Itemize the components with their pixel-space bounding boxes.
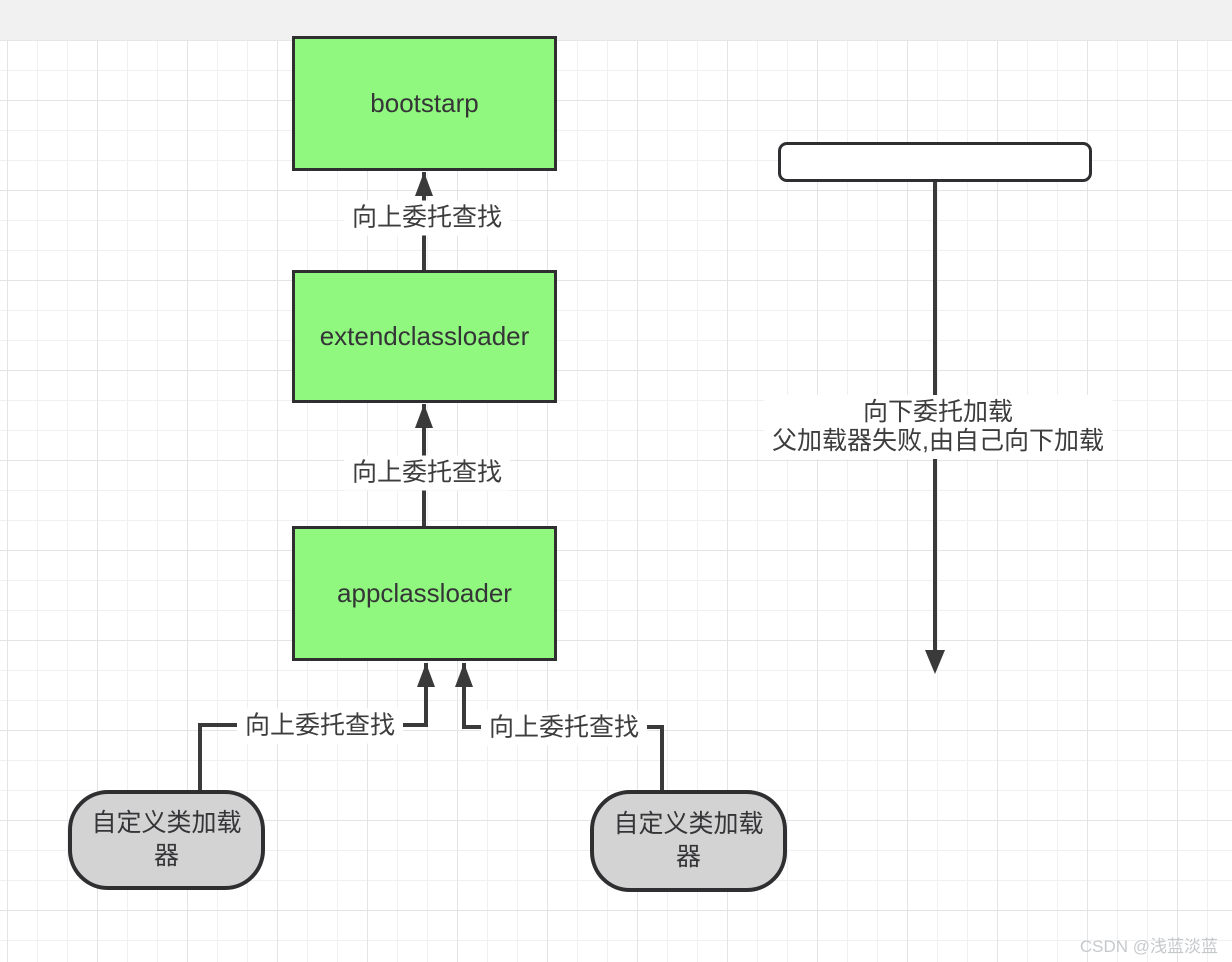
- node-extendclassloader-label: extendclassloader: [319, 321, 530, 351]
- edge-up-app-right-v1: [462, 663, 466, 727]
- node-appclassloader: appclassloader: [292, 526, 557, 661]
- edge-label-down-delegate-line2: 父加载器失败,由自己向下加载: [772, 427, 1104, 455]
- edge-label-up-app-right: 向上委托查找: [480, 710, 648, 746]
- node-appclassloader-label: appclassloader: [337, 578, 512, 608]
- canvas-top-band: [0, 0, 1232, 41]
- node-custom-loader-right-label: 自定义类加载器: [613, 810, 764, 871]
- node-bootstrap-label: bootstarp: [370, 88, 479, 118]
- node-bootstrap: bootstarp: [292, 36, 557, 171]
- arrowhead-up-icon: [455, 663, 473, 687]
- edge-label-down-delegate: 向下委托加载 父加载器失败,由自己向下加载: [764, 395, 1112, 459]
- edge-label-up-extend: 向上委托查找: [343, 455, 511, 491]
- node-custom-loader-left: 自定义类加载器: [68, 790, 265, 890]
- arrowhead-up-icon: [415, 404, 433, 428]
- arrowhead-up-icon: [415, 172, 433, 196]
- node-custom-loader-left-label: 自定义类加载器: [91, 809, 242, 870]
- edge-label-up-bootstrap: 向上委托查找: [343, 200, 511, 236]
- node-extendclassloader: extendclassloader: [292, 270, 557, 403]
- arrowhead-down-icon: [925, 650, 945, 674]
- edge-label-up-app-left: 向上委托查找: [236, 708, 404, 744]
- edge-up-app-right-v2: [660, 725, 664, 792]
- edge-label-down-delegate-line1: 向下委托加载: [862, 398, 1014, 426]
- edge-up-app-left-v2: [198, 723, 202, 790]
- csdn-watermark: CSDN @浅蓝淡蓝: [1079, 937, 1218, 956]
- node-custom-loader-right: 自定义类加载器: [590, 790, 787, 892]
- arrowhead-up-icon: [417, 663, 435, 687]
- node-down-delegate-bar: [778, 142, 1092, 182]
- edge-up-app-left-v1: [424, 663, 428, 727]
